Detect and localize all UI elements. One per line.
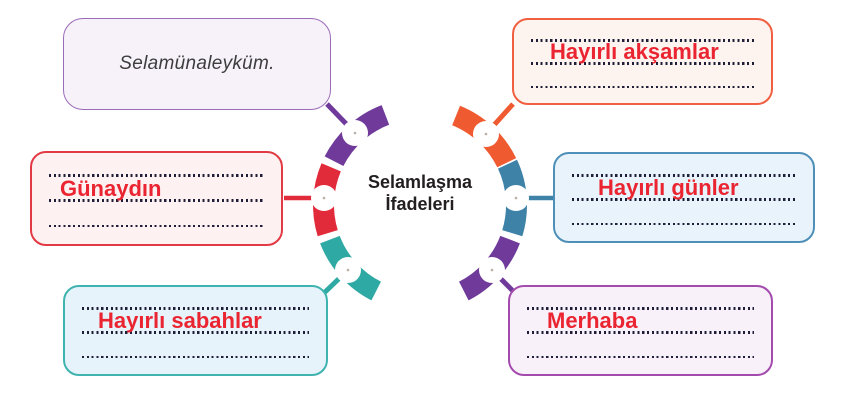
- dotted-line: [531, 85, 754, 89]
- dotted-line: [82, 307, 309, 310]
- dotted-line: [527, 355, 754, 359]
- box-merhaba: Merhaba: [508, 285, 773, 376]
- box-selamunaleykum-label: Selamünaleyküm.: [119, 53, 275, 74]
- box-hayirli-sabahlar: Hayırlı sabahlar: [63, 285, 328, 376]
- box-hayirli-gunler: Hayırlı günler: [553, 152, 815, 243]
- dotted-line: [572, 174, 796, 177]
- dotted-line: [531, 39, 754, 42]
- dotted-line: [527, 307, 754, 310]
- box-gunaydin-label: Günaydın: [60, 176, 162, 202]
- box-hayirli-gunler-label: Hayırlı günler: [598, 175, 739, 201]
- dotted-line: [82, 355, 309, 359]
- dotted-line: [49, 199, 264, 202]
- diagram-title-line1: Selamlaşma: [367, 172, 473, 192]
- box-hayirli-aksamlar: Hayırlı akşamlar: [512, 18, 773, 105]
- box-hayirli-sabahlar-label: Hayırlı sabahlar: [98, 308, 262, 334]
- dotted-line: [49, 173, 264, 177]
- box-gunaydin: Günaydın: [30, 151, 283, 246]
- diagram-title-line2: İfadeleri: [385, 193, 455, 214]
- dotted-line: [82, 331, 309, 334]
- notch-circles: [311, 120, 529, 283]
- dotted-line: [49, 224, 264, 228]
- dotted-line: [531, 62, 754, 65]
- diagram-title: Selamlaşma İfadeleri: [350, 172, 490, 215]
- dotted-line: [572, 222, 796, 226]
- dotted-line: [527, 331, 754, 334]
- box-hayirli-aksamlar-label: Hayırlı akşamlar: [550, 39, 719, 65]
- box-merhaba-label: Merhaba: [547, 308, 638, 334]
- dotted-line: [572, 198, 796, 201]
- box-selamunaleykum: Selamünaleyküm.: [63, 18, 331, 110]
